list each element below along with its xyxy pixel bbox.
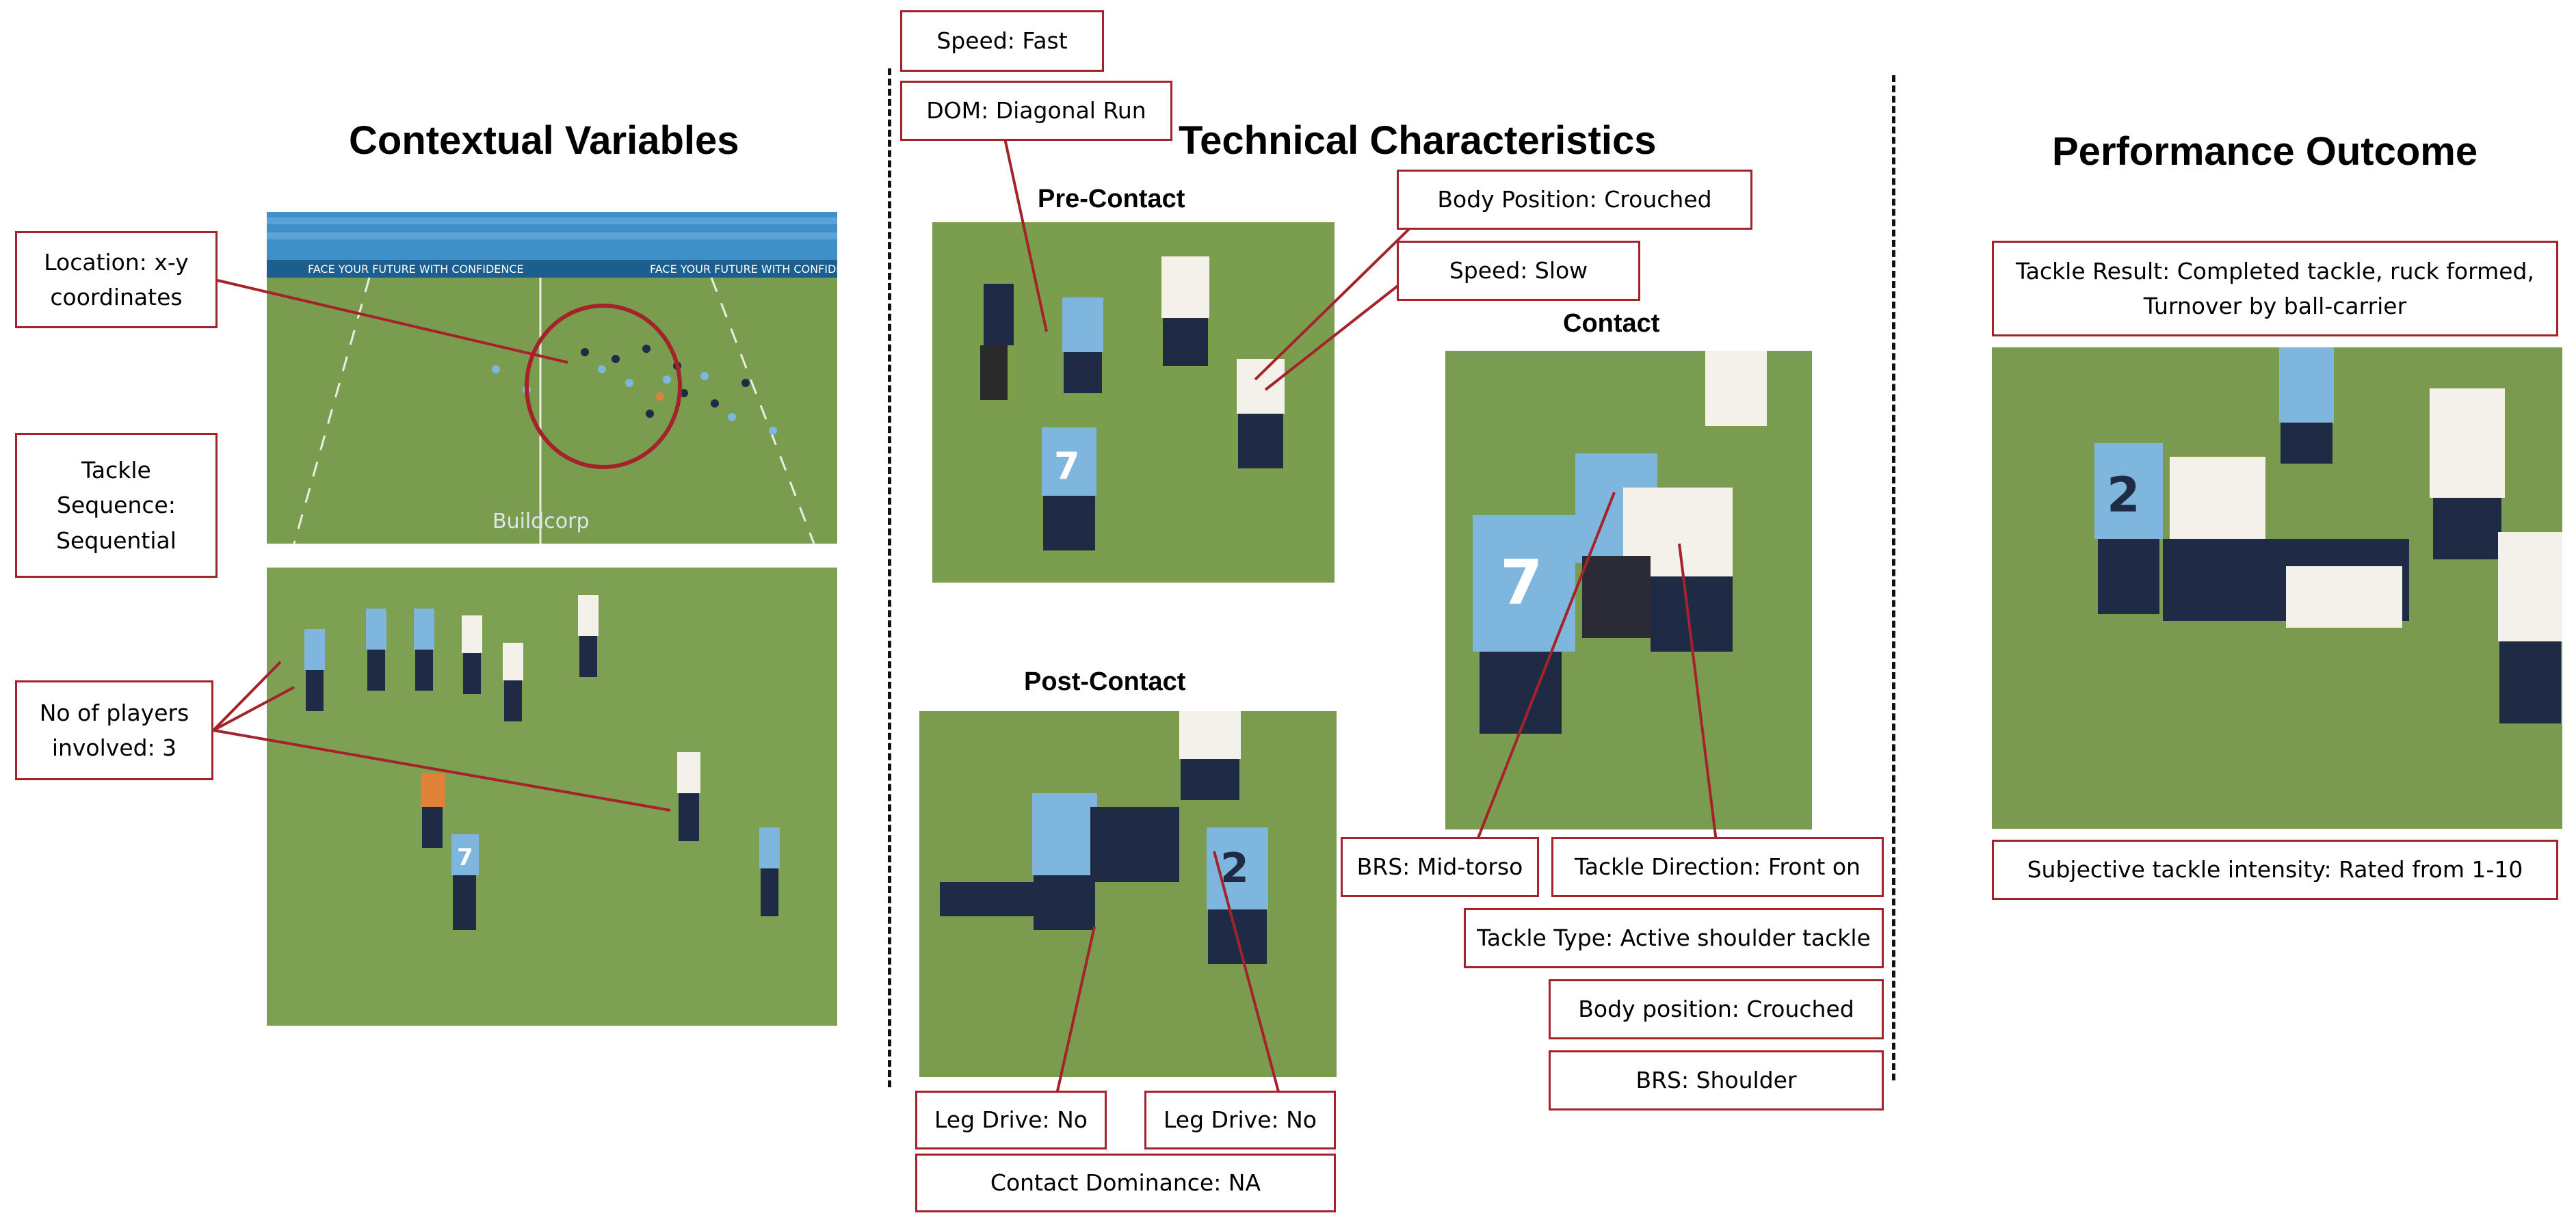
brs-shoulder-label: BRS: Shoulder [1549, 1050, 1884, 1110]
jersey-seven-text: 7 [457, 844, 473, 871]
technical-characteristics-heading: Technical Characteristics [1179, 118, 1657, 163]
tackle-sequence-label: Tackle Sequence: Sequential [15, 433, 218, 578]
post-contact-jersey-two: 2 [1220, 844, 1249, 892]
contact-heading: Contact [1563, 309, 1660, 338]
players-involved-photo: 7 [267, 568, 837, 1026]
dom-label: DOM: Diagonal Run [900, 81, 1172, 141]
pre-contact-photo: 7 [932, 222, 1335, 583]
players-involved-label: No of players involved: 3 [15, 680, 213, 780]
ruck-outcome-photo: 2 [1992, 347, 2562, 829]
pre-contact-jersey-seven: 7 [1054, 444, 1080, 488]
post-contact-heading: Post-Contact [1024, 667, 1186, 696]
tackle-result-label: Tackle Result: Completed tackle, ruck fo… [1992, 241, 2558, 336]
banner-text: FACE YOUR FUTURE WITH CONFIDENCE [308, 263, 524, 276]
leg-drive-label-2: Leg Drive: No [1144, 1091, 1336, 1149]
subjective-intensity-label: Subjective tackle intensity: Rated from … [1992, 840, 2558, 900]
body-position-crouched-label: Body Position: Crouched [1397, 170, 1752, 230]
speed-slow-label: Speed: Slow [1397, 241, 1640, 301]
contextual-variables-heading: Contextual Variables [349, 118, 739, 163]
leg-drive-label-1: Leg Drive: No [915, 1091, 1107, 1149]
pre-contact-heading: Pre-Contact [1038, 185, 1185, 213]
contact-photo: 7 [1445, 351, 1812, 829]
contact-dominance-label: Contact Dominance: NA [915, 1154, 1336, 1212]
tackle-type-label: Tackle Type: Active shoulder tackle [1464, 908, 1884, 968]
left-dashed-divider [888, 68, 891, 1087]
tackle-direction-label: Tackle Direction: Front on [1551, 837, 1884, 897]
stadium-overview-photo: FACE YOUR FUTURE WITH CONFIDENCE FACE YO… [267, 212, 837, 544]
brs-mid-torso-label: BRS: Mid-torso [1341, 837, 1539, 897]
speed-fast-label: Speed: Fast [900, 10, 1104, 72]
outcome-jersey-two: 2 [2107, 467, 2140, 523]
post-contact-photo: 2 [919, 711, 1337, 1077]
sponsor-logo-text: Buildcorp [492, 509, 590, 533]
right-dashed-divider [1892, 75, 1895, 1080]
banner-text-2: FACE YOUR FUTURE WITH CONFIDENCE [650, 263, 837, 276]
performance-outcome-heading: Performance Outcome [2052, 129, 2478, 174]
body-position-lower-label: Body position: Crouched [1549, 979, 1884, 1039]
location-label: Location: x-y coordinates [15, 231, 218, 328]
contact-jersey-seven: 7 [1500, 547, 1543, 619]
